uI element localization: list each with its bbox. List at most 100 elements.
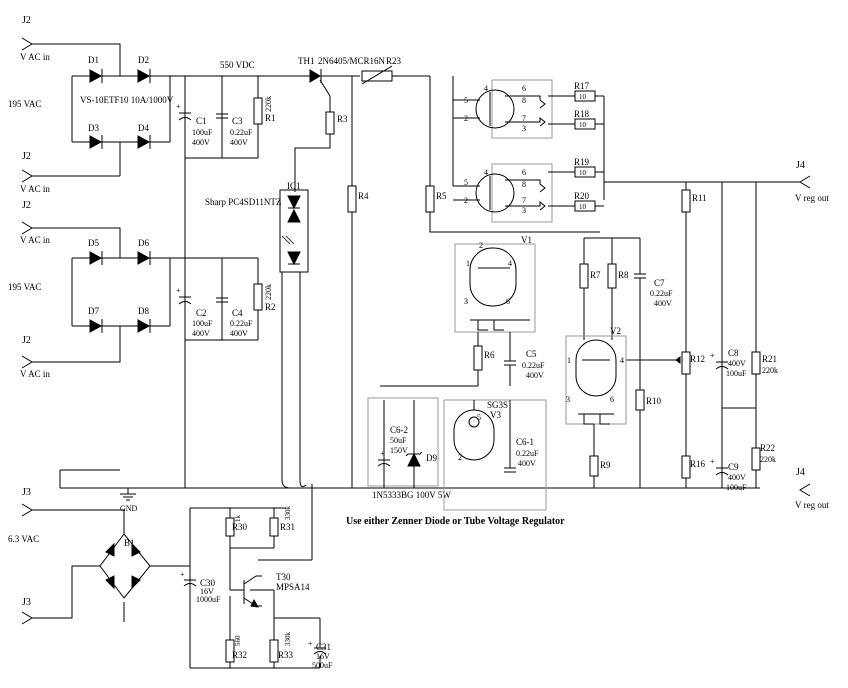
c8-value: 100uF <box>726 369 747 378</box>
v2-wiring: R7 R8 R10 C7 0.22uF 400V <box>579 237 680 488</box>
r22-value: 220k <box>760 455 776 464</box>
capacitor-c5: C5 0.22uF 400V <box>504 332 545 386</box>
c30-value: 1000uF <box>196 595 221 604</box>
c3-value: 0.22uF <box>230 128 253 137</box>
c31-label: C31 <box>316 642 331 652</box>
v1-top-pin5: 5 <box>464 96 468 105</box>
c6-1-rating: 400V <box>518 459 536 468</box>
th1-label: TH1 <box>298 56 315 66</box>
c31-value: 500uF <box>312 661 333 670</box>
diode-part-label: VS-10ETF10 10A/1000V <box>80 95 174 105</box>
option-note: Use either Zenner Diode or Tube Voltage … <box>346 516 565 527</box>
v1-top-pin8: 8 <box>522 96 526 105</box>
r5-label: R5 <box>436 191 447 201</box>
output-caps: + + C8 400V 100uF C9 400V 100uF R21 220k… <box>710 182 778 492</box>
d8-label: D8 <box>138 306 149 316</box>
d2-label: D2 <box>138 55 149 65</box>
j3-top-label: J3 <box>22 487 31 498</box>
v1-top-pin3: 3 <box>522 124 526 133</box>
resistor-r2: R2 220k <box>253 283 276 312</box>
c31-plus: + <box>308 639 313 648</box>
connector-j2-bottom: J2 V AC in <box>20 335 50 379</box>
heater-vac-label: 6.3 VAC <box>8 534 39 544</box>
resistor-r4: R4 <box>347 76 369 488</box>
r1-value: 220k <box>264 96 273 112</box>
r12-label: R12 <box>690 354 705 364</box>
c8-rating: 400V <box>728 359 746 368</box>
v2-pin1: 1 <box>567 356 571 365</box>
c9-value: 100uF <box>726 483 747 492</box>
ic1-wiring <box>258 272 313 561</box>
connector-j3-top: J3 <box>21 487 33 517</box>
j4-bottom-vout-label: V reg out <box>795 500 829 510</box>
tube-under-v1: 1 2 4 3 6 <box>454 241 536 333</box>
cathode-resistors: R17 10 R18 10 R19 10 R20 10 <box>548 81 604 212</box>
c6-2-rating: 150V <box>390 446 408 455</box>
v1-top-pin6: 6 <box>522 84 526 93</box>
c3-label: C3 <box>232 116 243 126</box>
t30-part: MPSA14 <box>276 582 310 592</box>
c8-label: C8 <box>728 348 739 358</box>
v1-bot-pin8: 8 <box>522 180 526 189</box>
d9-part: 1N5333BG 100V 5W <box>372 490 451 500</box>
v1-top-pin7: 7 <box>522 114 526 123</box>
ic1-label: IC1 <box>287 181 301 191</box>
c2-rating: 400V <box>192 329 210 338</box>
c1-label: C1 <box>196 116 207 126</box>
v2-label: V2 <box>610 326 621 336</box>
resistor-r6: R6 <box>380 332 495 387</box>
thyristor-th1: TH1 2N6405/MCR16N <box>298 56 386 97</box>
v1-label: V1 <box>521 235 532 245</box>
v1-top-pin2: 2 <box>464 114 468 123</box>
v2-pin3: 3 <box>566 395 570 404</box>
r17-label: R17 <box>574 81 590 91</box>
v1-bot-pin5: 5 <box>464 178 468 187</box>
vdc-label: 550 VDC <box>220 60 255 70</box>
pass-tube-bottom: 5 2 4 6 8 7 3 <box>464 163 553 223</box>
th1-part: 2N6405/MCR16N <box>318 56 386 66</box>
r19-value: 10 <box>579 169 587 177</box>
lower-bridge-wiring <box>32 227 258 363</box>
resistor-r23: R23 <box>361 56 430 85</box>
d5-label: D5 <box>88 238 99 248</box>
capacitor-c4: C4 0.22uF 400V <box>216 297 253 338</box>
r17-value: 10 <box>579 93 587 101</box>
capacitor-c1: + C1 100uF 400V <box>176 102 213 147</box>
j2-third-label: J2 <box>22 200 31 211</box>
r31-value: 330k <box>284 506 292 521</box>
vac-top-label: 195 VAC <box>8 99 41 109</box>
r21-label: R21 <box>762 354 777 364</box>
j4-bottom-label: J4 <box>796 467 805 478</box>
diode-d7: D7 <box>88 306 103 333</box>
r33-value: 330k <box>284 632 292 647</box>
d3-label: D3 <box>88 123 99 133</box>
r20-value: 10 <box>579 203 587 211</box>
c4-rating: 400V <box>230 329 248 338</box>
c5-label: C5 <box>526 349 537 359</box>
c6-1-value: 0.22uF <box>516 449 539 458</box>
r1-label: R1 <box>265 113 276 123</box>
vu-pin4: 4 <box>508 259 512 268</box>
c5-rating: 400V <box>526 371 544 380</box>
c30-plus: + <box>180 570 185 579</box>
v1-bot-pin7: 7 <box>522 196 526 205</box>
c2-value: 100uF <box>192 319 213 328</box>
d6-label: D6 <box>138 238 149 248</box>
j2-top-label: J2 <box>22 15 31 26</box>
c1-rating: 400V <box>192 138 210 147</box>
ground-symbol: GND <box>120 488 138 513</box>
tube-v2: 1 4 3 6 V2 <box>565 326 627 425</box>
resistor-r30: R30 1k <box>225 515 248 537</box>
v1-top-pin4: 4 <box>484 84 488 93</box>
vu-pin3: 3 <box>464 297 468 306</box>
connector-j2-second: J2 V AC in <box>20 151 50 194</box>
t30-label: T30 <box>276 572 291 582</box>
r30-value: 1k <box>234 515 242 523</box>
connector-j4-top: J4 V reg out <box>795 160 829 203</box>
transistor-t30: T30 MPSA14 <box>229 572 310 616</box>
d9-label: D9 <box>426 453 437 463</box>
d1-label: D1 <box>88 55 99 65</box>
v3-pin2: 2 <box>458 453 462 462</box>
c30-label: C30 <box>200 578 216 588</box>
